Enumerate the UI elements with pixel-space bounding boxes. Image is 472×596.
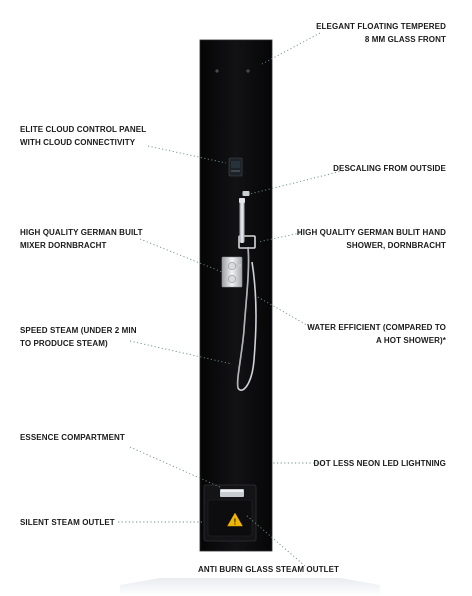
hand-shower-holder (238, 235, 256, 249)
hand-shower[interactable] (239, 201, 245, 243)
mixer-knob-top[interactable] (228, 262, 236, 270)
callout-text: SHOWER, DORNBRACHT (346, 241, 446, 250)
mount-screw (215, 69, 219, 73)
leader-glass-front (261, 32, 321, 65)
callout-text: A HOT SHOWER)* (376, 336, 446, 345)
mixer-lever (236, 264, 241, 267)
mixer-knob-bottom[interactable] (228, 275, 236, 283)
callout-control-panel: ELITE CLOUD CONTROL PANEL WITH CLOUD CON… (20, 123, 146, 149)
callout-text: WATER EFFICIENT (COMPARED TO (307, 323, 446, 332)
floor-shadow (120, 578, 380, 596)
leader-descaling (249, 168, 351, 195)
callout-text: ANTI BURN GLASS STEAM OUTLET (198, 565, 340, 574)
mount-screw (246, 69, 250, 73)
callout-text: HIGH QUALITY GERMAN BULIT HAND (296, 228, 446, 237)
callout-water-efficient: WATER EFFICIENT (COMPARED TO A HOT SHOWE… (307, 321, 446, 347)
steam-outlet-glass (207, 499, 253, 537)
hand-shower-head (239, 198, 245, 203)
control-panel-screen (231, 161, 240, 168)
callout-text: ELEGANT FLOATING TEMPERED (316, 22, 446, 31)
essence-compartment-highlight (221, 490, 243, 492)
callout-speed-steam: SPEED STEAM (UNDER 2 MIN TO PRODUCE STEA… (20, 324, 137, 350)
rail-bracket-top (242, 191, 250, 196)
callout-text: DESCALING FROM OUTSIDE (333, 164, 446, 173)
callout-hand-shower: HIGH QUALITY GERMAN BULIT HAND SHOWER, D… (297, 226, 446, 252)
callout-text: MIXER DORNBRACHT (20, 241, 107, 250)
callout-anti-burn: ANTI BURN GLASS STEAM OUTLET (198, 563, 339, 576)
svg-text:!: ! (234, 518, 237, 527)
callout-text: WITH CLOUD CONNECTIVITY (20, 138, 136, 147)
callout-text: HIGH QUALITY GERMAN BUILT (20, 228, 143, 237)
callout-text: SPEED STEAM (UNDER 2 MIN (20, 326, 137, 335)
callout-neon-led: DOT LESS NEON LED LIGHTNING (314, 457, 446, 470)
callout-mixer: HIGH QUALITY GERMAN BUILT MIXER DORNBRAC… (20, 226, 143, 252)
leader-speed-steam (129, 340, 233, 365)
warning-icon (227, 512, 243, 527)
callout-text: SILENT STEAM OUTLET (20, 518, 115, 527)
callout-essence: ESSENCE COMPARTMENT (20, 431, 125, 444)
callout-text: ELITE CLOUD CONTROL PANEL (20, 125, 147, 134)
callout-glass-front: ELEGANT FLOATING TEMPERED 8 MM GLASS FRO… (316, 20, 446, 46)
leader-essence (129, 446, 223, 489)
leader-mixer (139, 238, 223, 273)
callout-text: ESSENCE COMPARTMENT (20, 433, 125, 442)
callout-text: DOT LESS NEON LED LIGHTNING (313, 459, 446, 468)
leader-lines (118, 32, 351, 567)
glass-panel-edge (199, 39, 273, 552)
callout-descaling: DESCALING FROM OUTSIDE (333, 162, 446, 175)
callout-text: 8 MM GLASS FRONT (364, 35, 446, 44)
callout-steam-outlet: SILENT STEAM OUTLET (20, 516, 115, 529)
shower-hose-shade (237, 246, 249, 389)
leader-control-panel (147, 145, 227, 164)
leader-anti-burn (245, 514, 306, 567)
callout-text: TO PRODUCE STEAM) (20, 339, 108, 348)
glass-panel (200, 40, 272, 551)
